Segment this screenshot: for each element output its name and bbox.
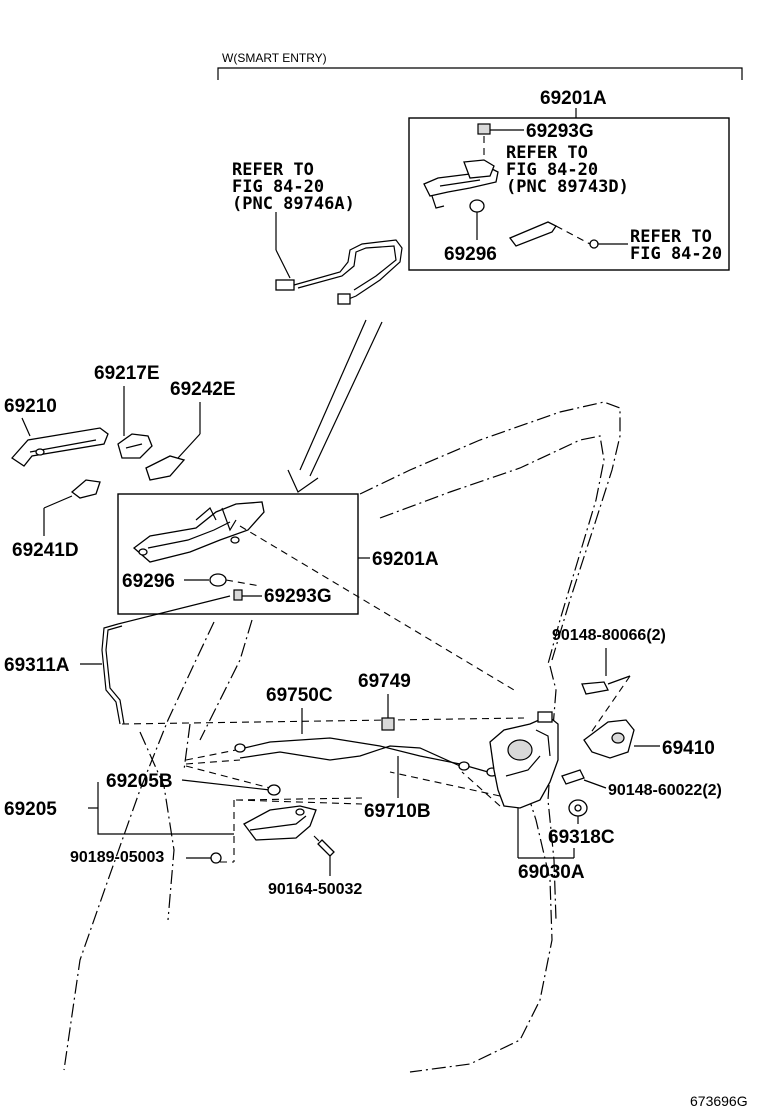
callout-69318C[interactable]: 69318C bbox=[548, 827, 615, 848]
ref-84-20-line1: REFER TO bbox=[630, 227, 712, 247]
inset-box-69201A bbox=[408, 117, 730, 271]
inset-69201A-smart: 69201A 69293G REFER TO FIG 84-20 (PNC 89… bbox=[408, 88, 730, 271]
part-69205-inner-handle bbox=[243, 805, 317, 841]
callout-69241D[interactable]: 69241D bbox=[12, 540, 79, 561]
callout-69030A[interactable]: 69030A bbox=[518, 862, 585, 883]
callout-69293G-top[interactable]: 69293G bbox=[526, 121, 594, 142]
ref-89743D-line2: FIG 84-20 bbox=[506, 160, 598, 180]
part-69311A-rod bbox=[80, 595, 231, 725]
ref-89743D-line1: REFER TO bbox=[506, 143, 588, 163]
callout-69410[interactable]: 69410 bbox=[662, 738, 715, 759]
callout-90164-50032[interactable]: 90164-50032 bbox=[268, 881, 362, 898]
part-69410-striker bbox=[583, 719, 660, 759]
callout-69217E[interactable]: 69217E bbox=[94, 363, 160, 384]
part-69210-outer-handle bbox=[11, 427, 109, 467]
ref-89746A-line3: (PNC 89746A) bbox=[232, 194, 355, 214]
callout-69293G-mid[interactable]: 69293G bbox=[264, 586, 332, 607]
part-69242E-pad bbox=[145, 455, 186, 481]
callout-69311A[interactable]: 69311A bbox=[4, 655, 70, 676]
smart-entry-label: W(SMART ENTRY) bbox=[222, 51, 327, 65]
part-69293G-clip-top bbox=[477, 123, 524, 160]
callout-69201A-mid[interactable]: 69201A bbox=[372, 549, 439, 570]
smart-entry-bracket: W(SMART ENTRY) bbox=[217, 51, 743, 80]
callout-69210[interactable]: 69210 bbox=[4, 396, 57, 417]
ref-84-20-line2: FIG 84-20 bbox=[630, 244, 722, 264]
part-antenna-bracket bbox=[508, 221, 628, 249]
callout-69296-mid[interactable]: 69296 bbox=[122, 571, 175, 592]
part-69750C-cable bbox=[234, 737, 498, 777]
part-69318C-washer bbox=[568, 799, 588, 824]
callout-90148-80066[interactable]: 90148-80066(2) bbox=[552, 627, 666, 644]
ref-89743D-line3: (PNC 89743D) bbox=[506, 177, 629, 197]
callout-90189-05003[interactable]: 90189-05003 bbox=[70, 849, 164, 866]
part-90164-50032-screw bbox=[313, 835, 335, 876]
part-69296-screw-mid bbox=[184, 573, 261, 587]
part-90189-05003-nut bbox=[210, 852, 222, 864]
callout-69201A-top[interactable]: 69201A bbox=[540, 88, 607, 109]
ref-84-20-block: REFER TO FIG 84-20 bbox=[630, 227, 722, 264]
part-69217E-cover bbox=[117, 433, 153, 459]
figure-id: 673696G bbox=[690, 1093, 748, 1109]
part-69749-clip bbox=[381, 717, 395, 731]
part-handle-frame-top bbox=[423, 159, 499, 209]
part-69030A-lock bbox=[489, 711, 559, 809]
callout-69205B[interactable]: 69205B bbox=[106, 771, 173, 792]
callout-69296-top[interactable]: 69296 bbox=[444, 244, 497, 265]
ref-89746A-group: REFER TO FIG 84-20 (PNC 89746A) bbox=[232, 160, 403, 305]
part-handle-frame-mid bbox=[132, 501, 265, 563]
callout-69750C[interactable]: 69750C bbox=[266, 685, 333, 706]
callout-69749[interactable]: 69749 bbox=[358, 671, 411, 692]
part-69293G-clip-mid bbox=[233, 589, 262, 601]
callout-69710B[interactable]: 69710B bbox=[364, 801, 431, 822]
callout-69242E[interactable]: 69242E bbox=[170, 379, 236, 400]
callout-90148-60022[interactable]: 90148-60022(2) bbox=[608, 782, 722, 799]
ref-89746A-line1: REFER TO bbox=[232, 160, 314, 180]
part-69296-screw-top bbox=[469, 199, 485, 240]
part-90148-80066-bolt bbox=[581, 675, 631, 695]
ref-89743D-block: REFER TO FIG 84-20 (PNC 89743D) bbox=[506, 143, 629, 197]
part-69241D-gasket bbox=[43, 479, 101, 536]
callout-69205[interactable]: 69205 bbox=[4, 799, 57, 820]
ref-89746A-line2: FIG 84-20 bbox=[232, 177, 324, 197]
arrow-detail-pointer bbox=[287, 319, 383, 493]
inset-box-69201A-frame bbox=[117, 493, 359, 615]
part-69205B-knob bbox=[267, 784, 281, 796]
part-90148-60022-screw bbox=[561, 769, 607, 789]
part-antenna-harness bbox=[275, 239, 403, 305]
inset-69201A-frame: 69296 69293G bbox=[117, 493, 370, 615]
